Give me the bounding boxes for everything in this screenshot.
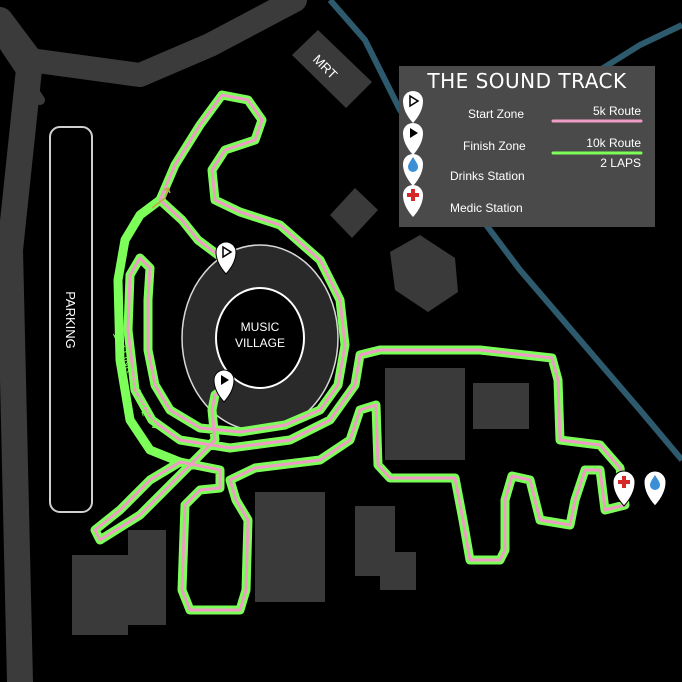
road-west bbox=[0, 7, 43, 682]
legend-finish-label: Finish Zone bbox=[463, 139, 526, 153]
building-s-c bbox=[380, 552, 416, 590]
play-outline-icon bbox=[222, 245, 233, 259]
pin-icon bbox=[215, 241, 237, 275]
legend-drinks-label: Drinks Station bbox=[450, 169, 525, 183]
building-ne bbox=[330, 188, 378, 238]
route-5k bbox=[93, 93, 627, 612]
roads bbox=[0, 0, 307, 682]
medic-cross-icon bbox=[618, 476, 630, 488]
play-filled-icon bbox=[410, 128, 418, 138]
legend-start-label: Start Zone bbox=[468, 107, 524, 121]
road-north bbox=[18, 0, 307, 87]
building-sw-a bbox=[72, 555, 128, 635]
link-arrow-icon bbox=[149, 417, 159, 429]
legend-medic bbox=[403, 185, 423, 217]
building-hex bbox=[390, 235, 458, 312]
pin-icon bbox=[213, 369, 235, 403]
legend-10k-label: 10k Route bbox=[586, 136, 641, 150]
medic-marker bbox=[612, 470, 636, 507]
water-drop-icon bbox=[408, 157, 418, 172]
legend-5k-label: 5k Route bbox=[593, 104, 641, 118]
building-s-a bbox=[255, 492, 325, 602]
medic-cross-icon bbox=[407, 189, 419, 201]
pin-icon bbox=[612, 470, 636, 507]
building-block-b bbox=[473, 383, 529, 429]
building-block-a bbox=[385, 368, 465, 460]
finish-marker bbox=[213, 369, 235, 403]
legend-medic-label: Medic Station bbox=[450, 201, 523, 215]
river bbox=[327, 0, 682, 462]
legend-title: THE SOUND TRACK bbox=[426, 69, 627, 93]
legend: THE SOUND TRACK Start Zone Finish Zone D… bbox=[399, 66, 655, 227]
legend-start bbox=[403, 91, 423, 123]
play-outline-icon bbox=[409, 94, 420, 108]
parking-area bbox=[49, 126, 93, 513]
pin-icon bbox=[403, 123, 423, 155]
pin-icon bbox=[403, 91, 423, 123]
village-label-line1: MUSIC bbox=[241, 320, 280, 334]
mrt-building bbox=[292, 30, 372, 108]
building-sw-b bbox=[128, 530, 166, 625]
legend-panel bbox=[399, 66, 655, 227]
village-label-line2: VILLAGE bbox=[235, 336, 285, 350]
start-marker bbox=[215, 241, 237, 275]
legend-laps-label: 2 LAPS bbox=[600, 156, 641, 170]
river-branch bbox=[598, 22, 682, 73]
play-filled-icon bbox=[221, 375, 229, 385]
legend-finish bbox=[403, 123, 423, 155]
water-drop-icon bbox=[650, 475, 660, 490]
direction-arrow-icon bbox=[151, 186, 171, 209]
road-west-branch bbox=[0, 35, 45, 105]
parking-label: PARKING bbox=[63, 291, 78, 349]
village-inner bbox=[215, 287, 305, 389]
drinks-marker bbox=[643, 470, 667, 507]
legend-drinks bbox=[403, 154, 423, 186]
buildings bbox=[72, 30, 529, 635]
